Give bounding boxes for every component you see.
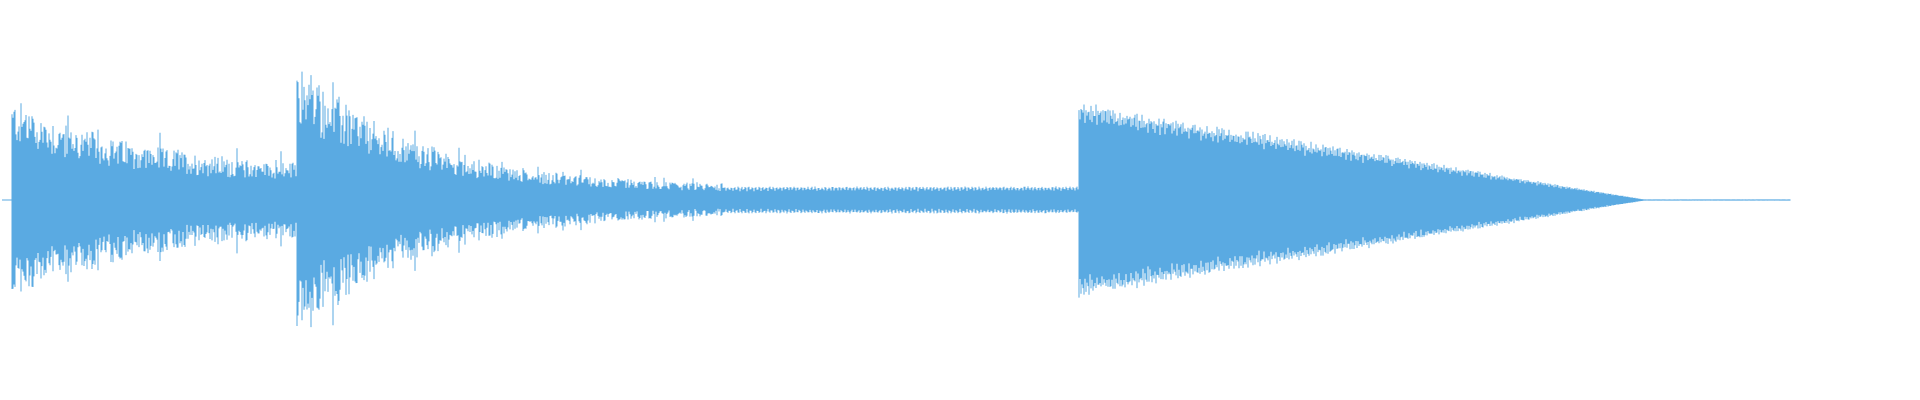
waveform-trace xyxy=(11,71,1791,328)
waveform-lines xyxy=(2,71,1791,328)
